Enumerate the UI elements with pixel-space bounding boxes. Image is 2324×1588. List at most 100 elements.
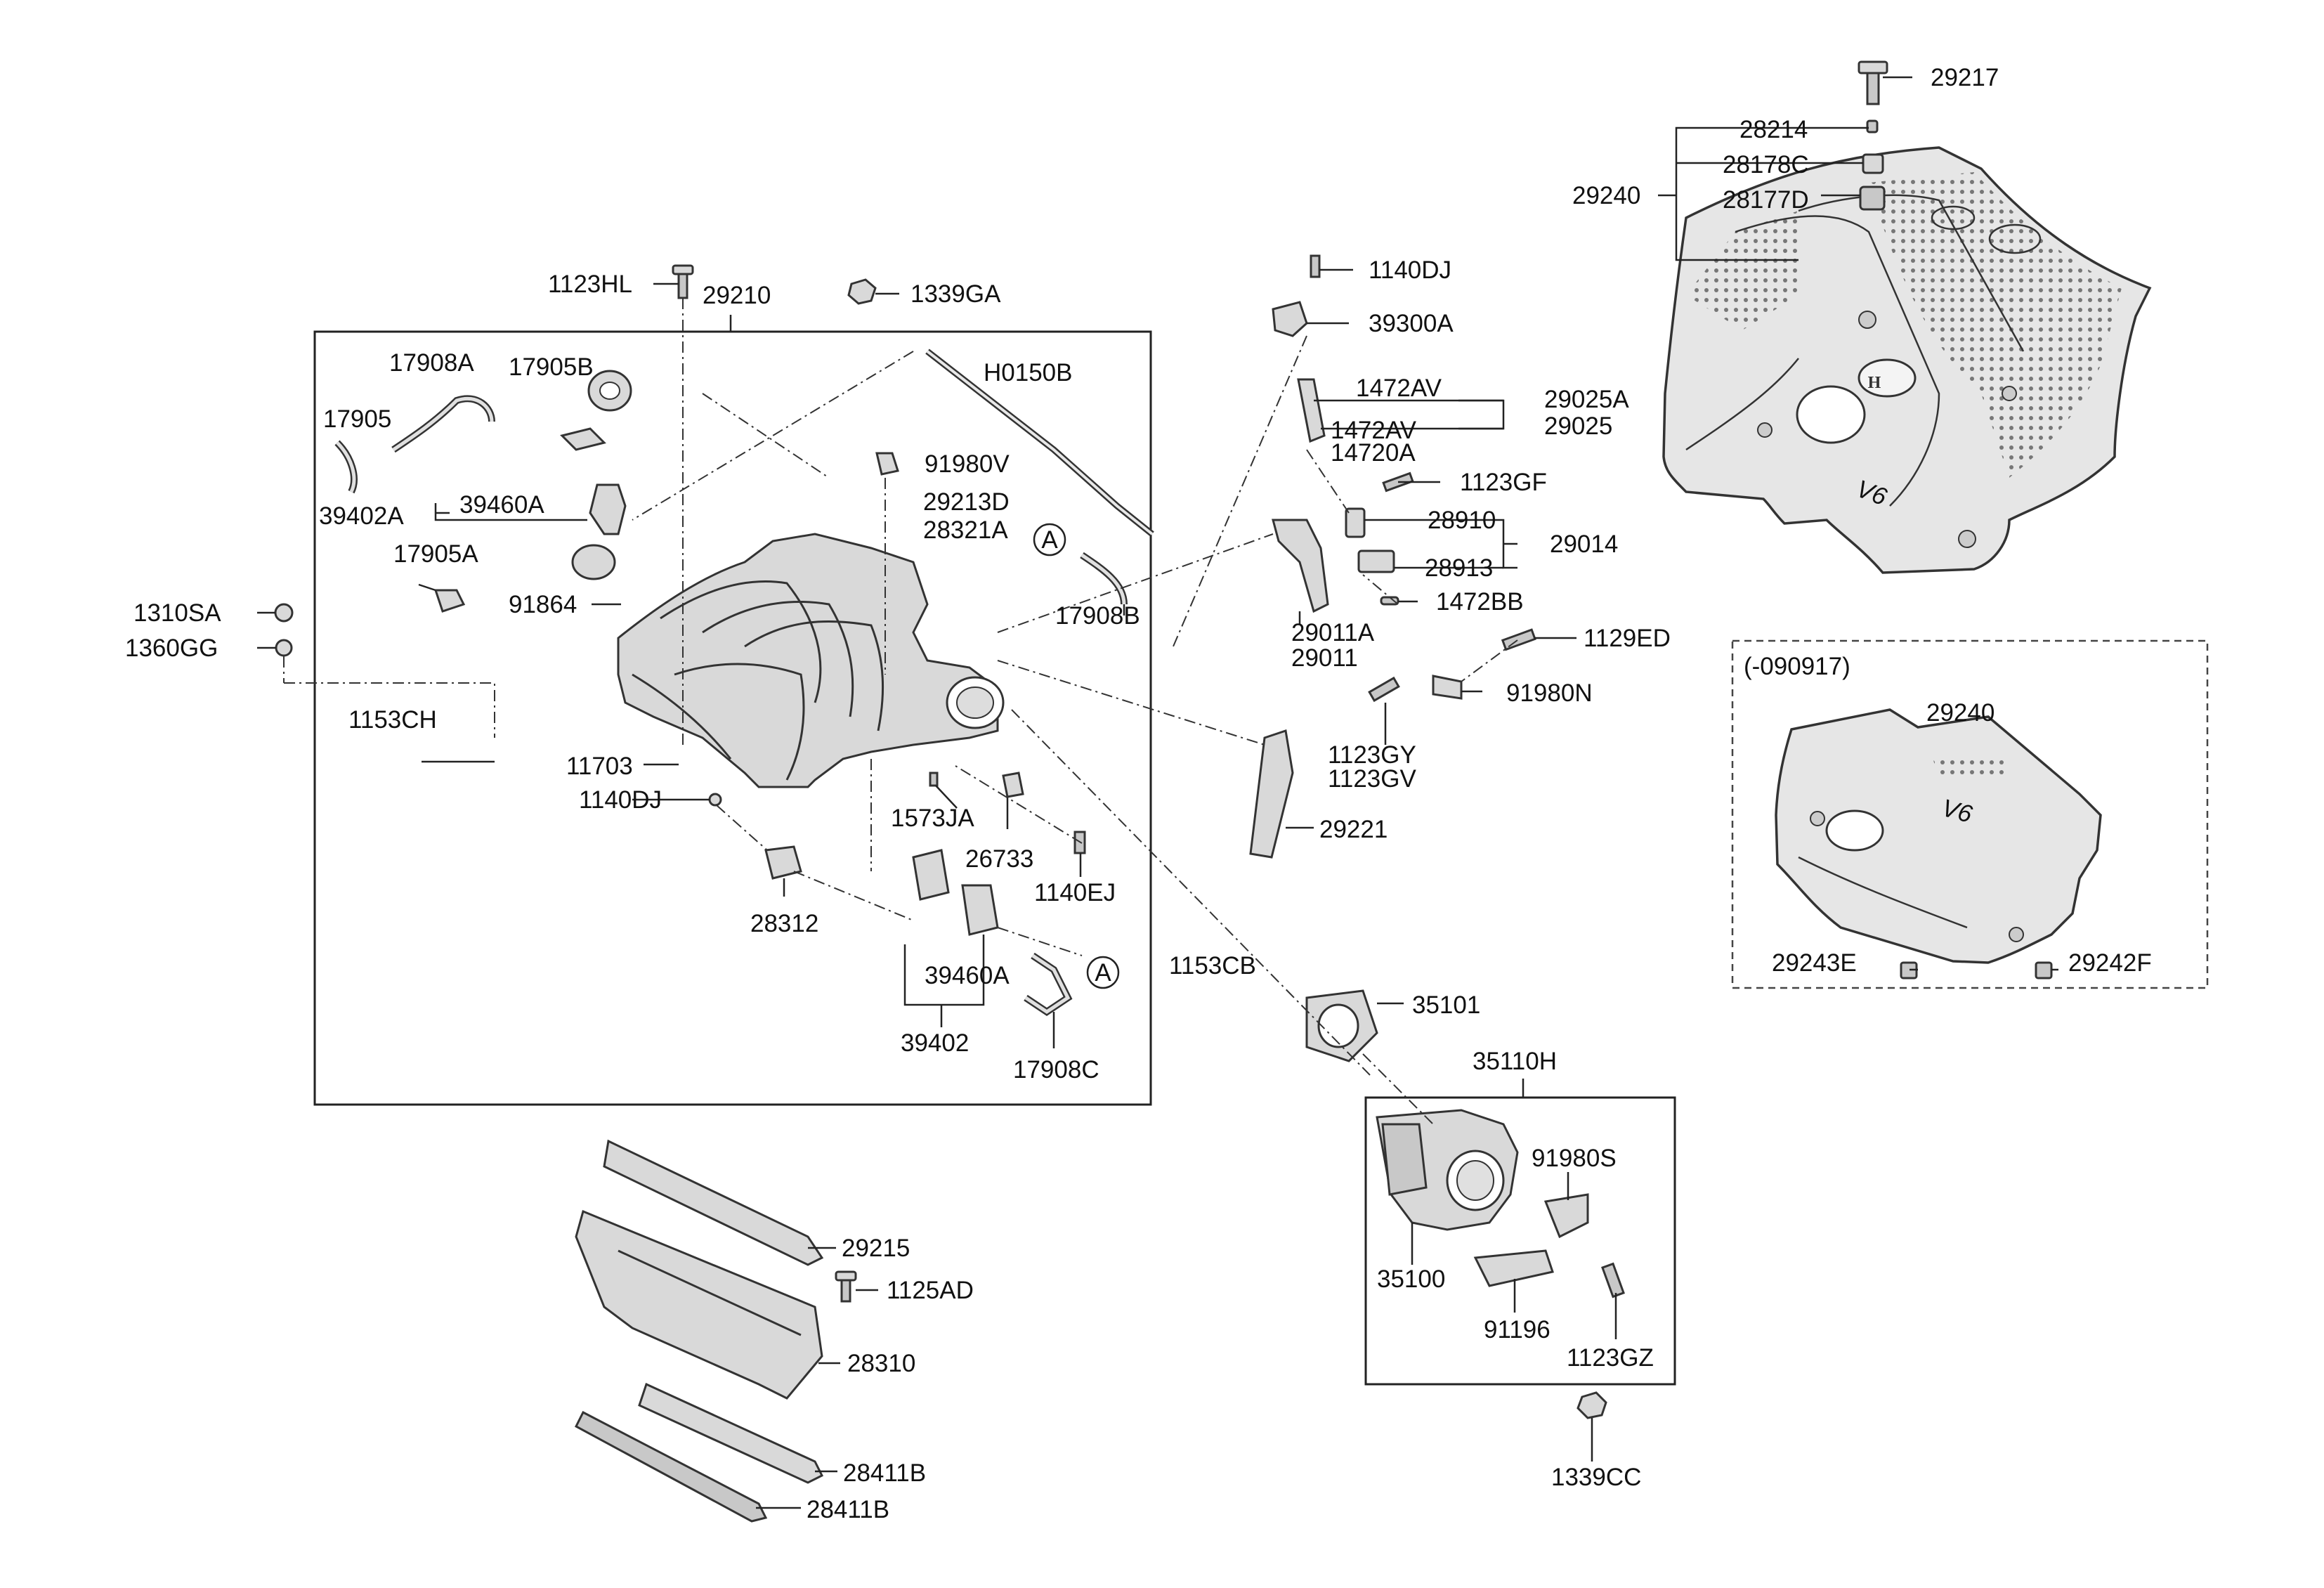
label-1129ED: 1129ED bbox=[1584, 625, 1671, 652]
label-1360GG: 1360GG bbox=[125, 634, 218, 662]
intake-manifold-assembly-box bbox=[313, 330, 1152, 1106]
label-39402A: 39402A bbox=[319, 502, 404, 530]
bracket-91980V bbox=[875, 452, 899, 476]
label-1125AD: 1125AD bbox=[887, 1277, 974, 1304]
label-29213D: 29213D bbox=[923, 488, 1010, 516]
label-17905: 17905 bbox=[323, 405, 391, 433]
hose-17908A bbox=[391, 395, 495, 453]
gasket-29215 bbox=[603, 1139, 824, 1266]
label-29025A: 29025A bbox=[1544, 386, 1629, 413]
hose-17908B bbox=[1080, 552, 1128, 605]
engine-cover-main: H V6 bbox=[1662, 146, 2152, 574]
label-35100: 35100 bbox=[1377, 1265, 1445, 1293]
purge-valve-91864 bbox=[571, 544, 616, 580]
bolt-1123HL bbox=[672, 264, 694, 299]
upper-intake-manifold bbox=[617, 533, 1005, 788]
label-29240-early: 29240 bbox=[1926, 699, 1995, 727]
label-35101: 35101 bbox=[1412, 991, 1480, 1019]
solenoid-39460A-bot bbox=[961, 884, 999, 936]
svg-text:A: A bbox=[1041, 526, 1058, 554]
label-29240-main: 29240 bbox=[1572, 182, 1640, 209]
bolt-1140DJ-mid bbox=[708, 793, 722, 807]
label-29025: 29025 bbox=[1544, 412, 1612, 440]
label-29217: 29217 bbox=[1931, 64, 1999, 91]
reference-circle-a-bottom: A bbox=[1086, 956, 1120, 989]
hose-17905 bbox=[334, 440, 358, 494]
bracket-29025 bbox=[1297, 378, 1326, 443]
label-39460A-bot: 39460A bbox=[925, 962, 1010, 989]
label-28321A: 28321A bbox=[923, 516, 1008, 544]
label-35110H: 35110H bbox=[1473, 1048, 1557, 1075]
bracket-91980S bbox=[1543, 1193, 1589, 1239]
label-1472BB: 1472BB bbox=[1436, 588, 1524, 616]
gasket-35101 bbox=[1305, 989, 1378, 1062]
early-cover-variant-box bbox=[1731, 639, 2209, 989]
label-1339GA: 1339GA bbox=[910, 280, 1001, 308]
label-29011: 29011 bbox=[1291, 644, 1358, 672]
sensor-28910 bbox=[1345, 507, 1366, 538]
label-1140DJ-mid: 1140DJ bbox=[579, 786, 662, 814]
label-1123HL: 1123HL bbox=[548, 271, 632, 298]
label-1339CC: 1339CC bbox=[1551, 1464, 1641, 1491]
assembly-guide-lines bbox=[283, 298, 1518, 1125]
bracket-39460A-top bbox=[589, 483, 627, 535]
nut-1310SA bbox=[274, 603, 294, 623]
label-1573JA: 1573JA bbox=[891, 805, 974, 832]
engine-cover-early: V6 bbox=[1775, 708, 2102, 980]
label-29215: 29215 bbox=[842, 1235, 910, 1262]
label-91196: 91196 bbox=[1484, 1316, 1551, 1343]
label-28411B-a: 28411B bbox=[843, 1459, 926, 1487]
map-sensor-28312 bbox=[764, 845, 802, 880]
bolt-1123GZ bbox=[1601, 1262, 1625, 1299]
label-28312: 28312 bbox=[750, 910, 818, 937]
label-91864: 91864 bbox=[509, 591, 577, 618]
label-28913: 28913 bbox=[1425, 554, 1493, 582]
label-1123GV: 1123GV bbox=[1328, 765, 1416, 793]
svg-text:H: H bbox=[1868, 374, 1881, 392]
sensor-28913 bbox=[1357, 549, 1395, 573]
label-39300A: 39300A bbox=[1369, 310, 1454, 337]
clip-1573JA bbox=[929, 772, 939, 787]
label-17905B: 17905B bbox=[509, 353, 594, 381]
label-28177D: 28177D bbox=[1723, 186, 1809, 214]
label-14720A: 14720A bbox=[1331, 439, 1416, 467]
throttle-body-assembly-box bbox=[1364, 1096, 1676, 1386]
label-1472AV-b: 1472AV bbox=[1331, 417, 1417, 444]
label-91980V: 91980V bbox=[925, 450, 1010, 478]
label-28310: 28310 bbox=[847, 1350, 915, 1377]
label-1140EJ: 1140EJ bbox=[1034, 879, 1116, 906]
label-090917: (-090917) bbox=[1744, 653, 1850, 680]
label-29243E: 29243E bbox=[1772, 949, 1857, 977]
label-28214: 28214 bbox=[1739, 116, 1808, 143]
label-26733: 26733 bbox=[965, 845, 1033, 873]
label-29014: 29014 bbox=[1550, 531, 1618, 558]
label-28178C: 28178C bbox=[1723, 151, 1809, 178]
hose-17908C bbox=[1024, 952, 1073, 1017]
label-29011A: 29011A bbox=[1291, 619, 1375, 646]
cover-bolt-stack bbox=[1858, 60, 1888, 211]
sensor-91980N bbox=[1432, 675, 1463, 700]
label-11703: 11703 bbox=[566, 753, 633, 780]
clip-1472BB bbox=[1380, 596, 1399, 606]
lower-intake-manifold-28310 bbox=[575, 1209, 823, 1400]
evap-solenoid-top bbox=[587, 370, 632, 412]
leader-lines bbox=[257, 76, 2058, 1509]
bolt-1125AD bbox=[835, 1270, 857, 1303]
label-1472AV-a: 1472AV bbox=[1356, 375, 1442, 402]
reference-circle-a-top: A bbox=[1033, 523, 1066, 557]
label-1153CB: 1153CB bbox=[1169, 952, 1256, 980]
svg-text:A: A bbox=[1095, 959, 1111, 987]
sensor-39300A bbox=[1272, 254, 1321, 337]
label-1123GZ: 1123GZ bbox=[1567, 1344, 1654, 1372]
label-H0150B: H0150B bbox=[984, 359, 1072, 386]
bracket-29221 bbox=[1249, 729, 1294, 859]
label-1310SA: 1310SA bbox=[133, 599, 221, 627]
label-29242F: 29242F bbox=[2068, 949, 2152, 977]
evap-valve-17905B bbox=[560, 427, 606, 451]
bracket-29011 bbox=[1272, 519, 1329, 613]
label-91980N: 91980N bbox=[1506, 679, 1593, 707]
label-1140DJ-top: 1140DJ bbox=[1369, 256, 1451, 284]
label-29210: 29210 bbox=[703, 282, 771, 309]
gasket-28411B-lower bbox=[575, 1410, 768, 1523]
